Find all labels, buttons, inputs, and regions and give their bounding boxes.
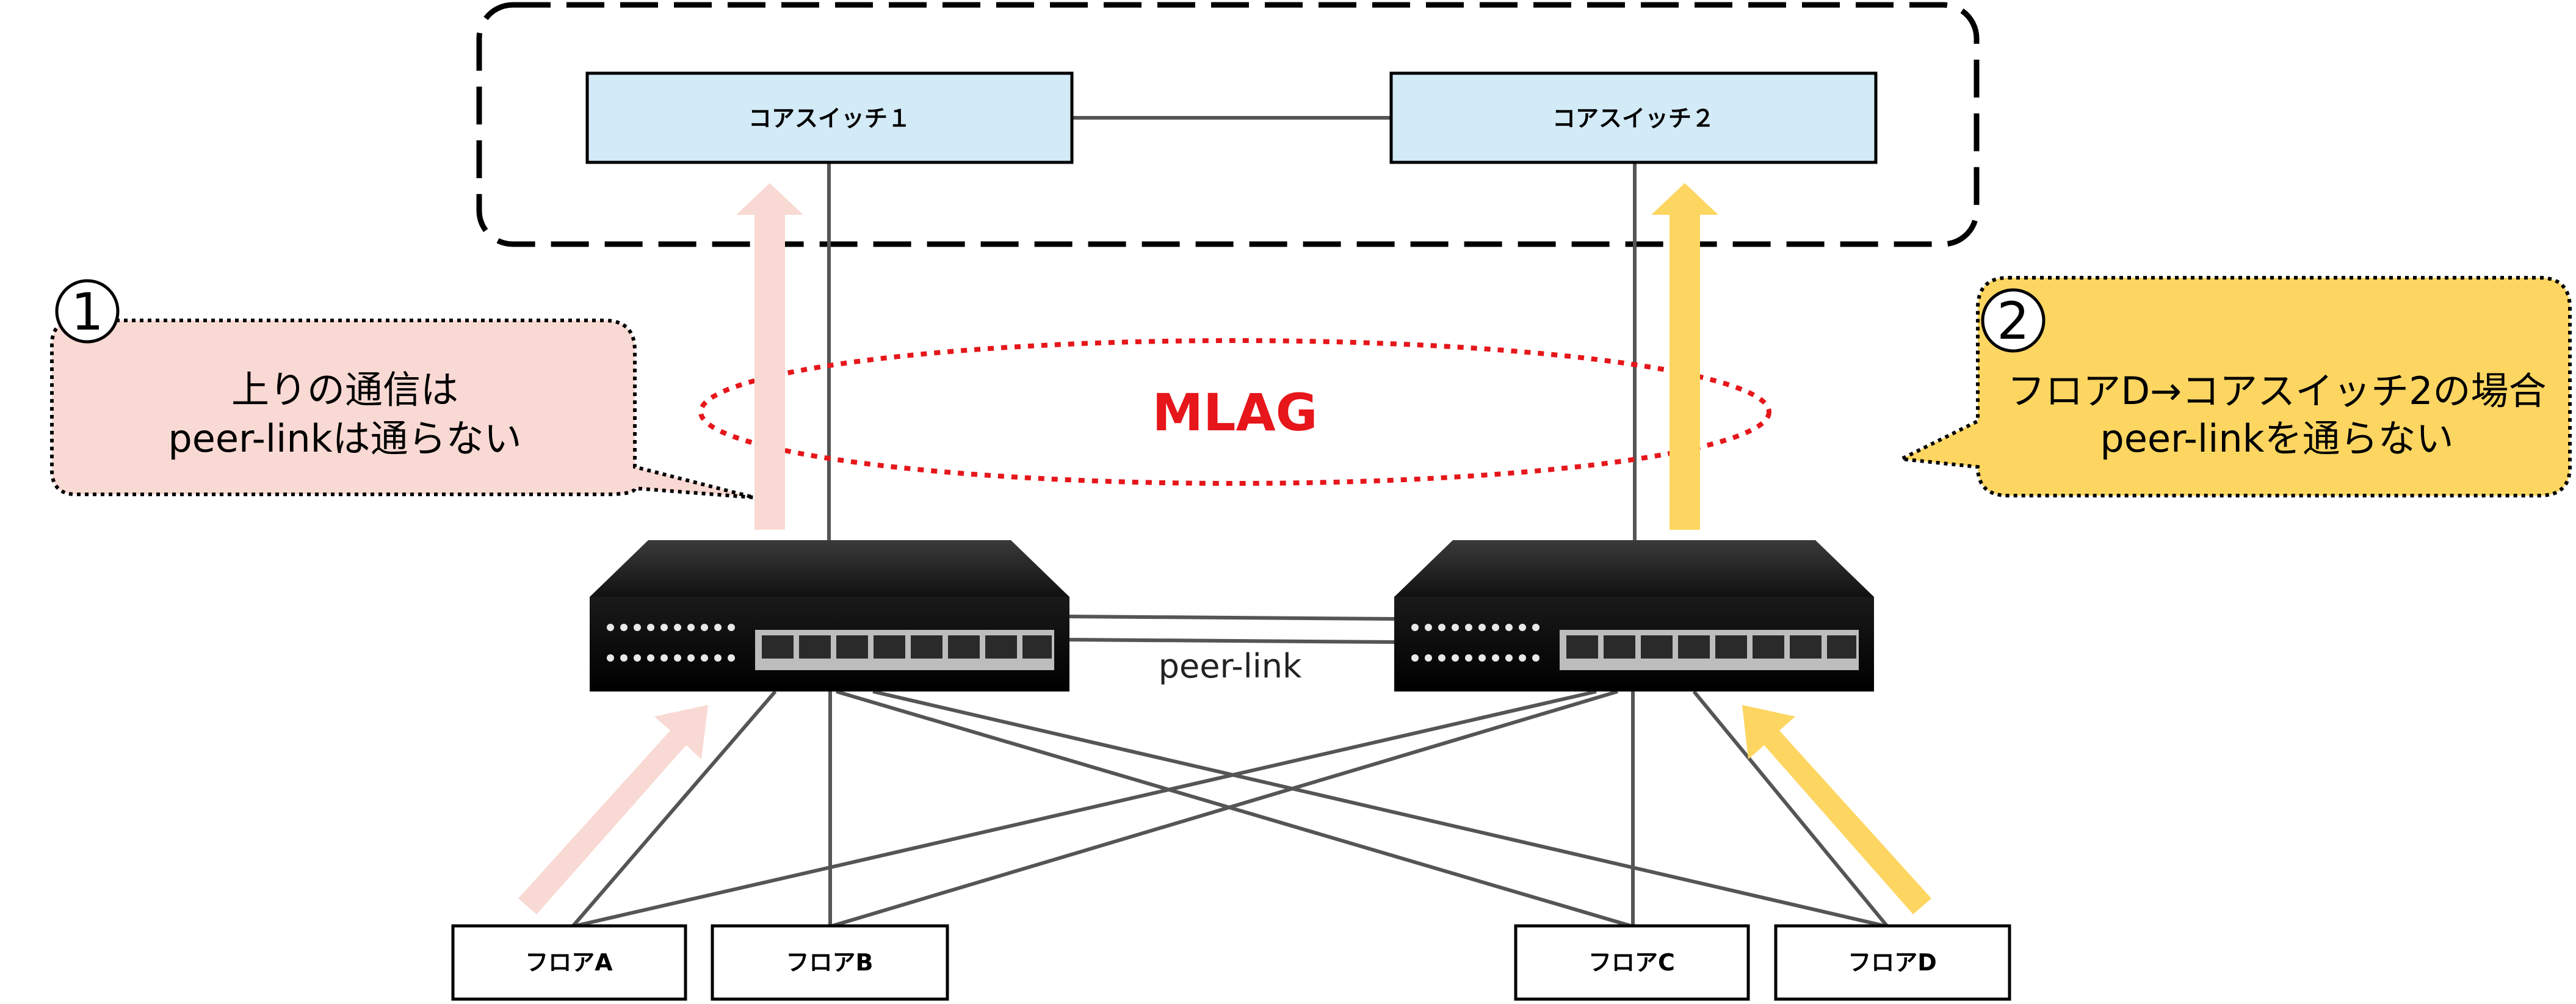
access-switch-1	[590, 540, 1069, 692]
arrow-up-pink	[736, 183, 803, 530]
core-switch-2-box	[1389, 71, 1878, 164]
connection-lines	[571, 116, 1889, 928]
floor-c-label: フロアC	[1588, 949, 1675, 976]
access-switch-2-led-rows	[1411, 624, 1539, 662]
access-switch-1-led-rows	[607, 624, 735, 662]
access-switch-1-top	[590, 540, 1069, 597]
mlag-ring	[698, 338, 1771, 486]
core-switch-2: コアスイッチ２	[1389, 71, 1878, 164]
floor-d-box	[1774, 924, 2011, 1001]
mlag-label: MLAG	[1152, 383, 1317, 442]
callout-right-number: 2	[1997, 291, 2029, 351]
callout-right-number-circle	[1981, 288, 2046, 353]
link-floorC-sw1	[836, 690, 1634, 928]
callout-right-line1: フロアD→コアスイッチ2の場合	[2007, 369, 2546, 413]
access-switch-2	[1394, 540, 1874, 692]
core-switch-1-box	[585, 71, 1074, 164]
callout-left: 1 上りの通信は peer-linkは通らない	[50, 279, 754, 499]
floor-d: フロアD	[1774, 924, 2011, 1001]
floor-a: フロアA	[451, 924, 687, 1001]
floor-d-label: フロアD	[1848, 949, 1937, 976]
callout-left-number-circle	[55, 279, 120, 344]
arrow-diagonal-yellow	[1742, 705, 1931, 914]
access-switch-2-top	[1394, 540, 1874, 597]
floor-b-box	[711, 924, 949, 1001]
floor-b-label: フロアB	[786, 949, 874, 976]
floor-a-label: フロアA	[525, 949, 613, 976]
callout-left-number: 1	[71, 282, 103, 342]
core-switch-2-label: コアスイッチ２	[1552, 105, 1715, 132]
callout-left-line2: peer-linkは通らない	[168, 416, 521, 461]
link-floorB-sw2	[830, 690, 1618, 928]
floor-c-box	[1514, 924, 1750, 1001]
link-floorA-sw2	[572, 690, 1597, 928]
floor-b: フロアB	[711, 924, 949, 1001]
link-floorA-sw1	[571, 690, 777, 928]
callout-left-bubble	[50, 319, 754, 499]
peer-link-label: peer-link	[1159, 647, 1302, 685]
callout-right-bubble	[1895, 276, 2572, 497]
peer-link-line-1	[1065, 615, 1395, 621]
peer-link-line-2	[1065, 638, 1395, 644]
link-floorD-sw1	[872, 690, 1888, 928]
core-group-boundary	[476, 2, 1980, 247]
callout-left-line1: 上りの通信は	[231, 367, 458, 412]
core-switch-1-label: コアスイッチ１	[748, 105, 911, 132]
arrow-diagonal-pink	[518, 705, 708, 914]
access-switch-1-ports	[762, 635, 1052, 659]
link-floorD-sw2	[1692, 690, 1889, 928]
floor-a-box	[451, 924, 687, 1001]
arrow-up-yellow	[1651, 183, 1718, 530]
access-switch-2-ports	[1566, 635, 1856, 659]
core-switch-1: コアスイッチ１	[585, 71, 1074, 164]
floor-c: フロアC	[1514, 924, 1750, 1001]
callout-right-line2: peer-linkを通らない	[2100, 416, 2453, 461]
callout-right: 2 フロアD→コアスイッチ2の場合 peer-linkを通らない	[1895, 276, 2572, 497]
